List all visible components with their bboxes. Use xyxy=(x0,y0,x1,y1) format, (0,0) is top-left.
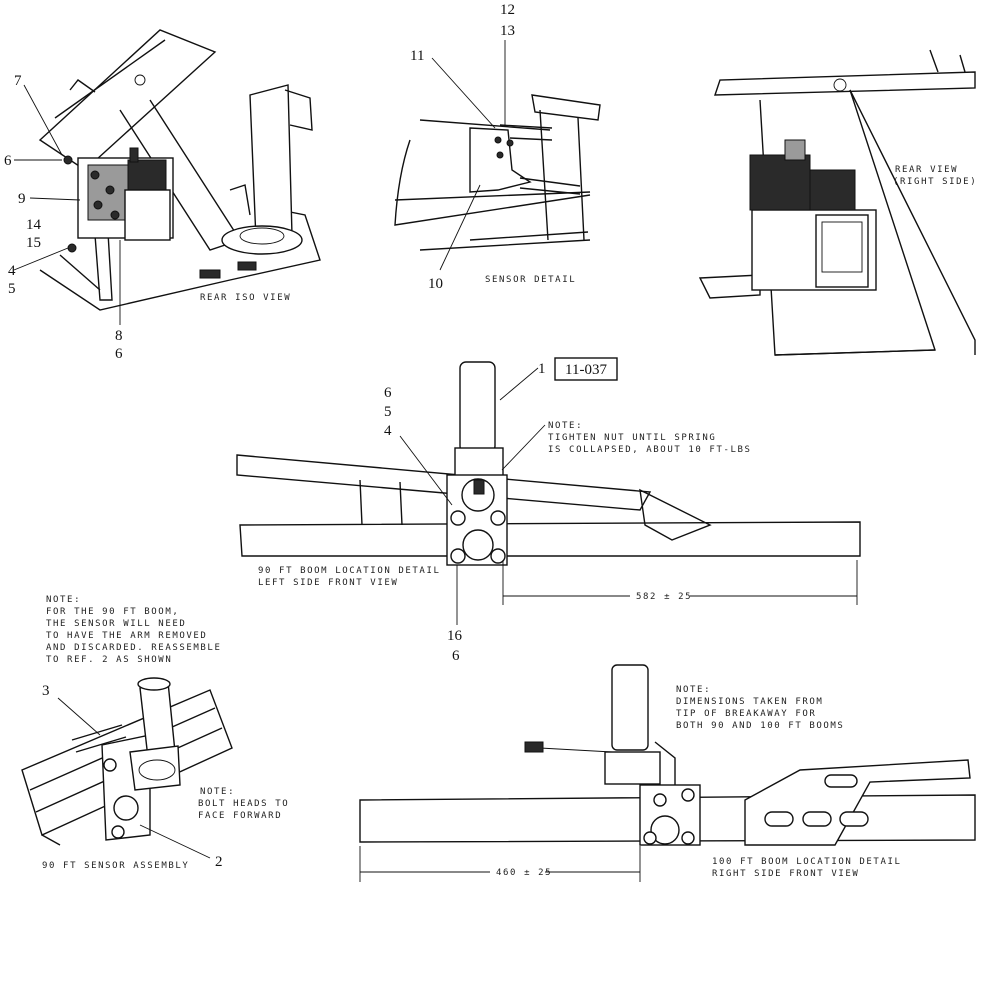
callout-9: 9 xyxy=(18,191,26,207)
boom90-caption-line2: LEFT SIDE FRONT VIEW xyxy=(258,578,398,588)
rear-iso-view: 7 6 9 14 15 4 5 8 6 REAR ISO VIEW xyxy=(4,29,321,362)
boom90-location-detail: 11-037 582 ± 25 6 5 4 1 16 6 NOTE: TIGHT… xyxy=(236,357,861,664)
boom90-note-0: NOTE: xyxy=(548,421,583,431)
callout-11: 11 xyxy=(410,48,424,64)
s90-note-bolt-2: FACE FORWARD xyxy=(198,811,282,821)
callout-5b: 5 xyxy=(384,404,392,420)
callout-8: 8 xyxy=(115,328,123,344)
s90-caption: 90 FT SENSOR ASSEMBLY xyxy=(42,861,189,871)
boom100-caption-line1: 100 FT BOOM LOCATION DETAIL xyxy=(712,857,902,867)
callout-5: 5 xyxy=(8,281,16,297)
ref-box-11-037: 11-037 xyxy=(565,362,607,378)
boom100-note-0: NOTE: xyxy=(676,685,711,695)
callout-10: 10 xyxy=(428,276,443,292)
callout-16: 16 xyxy=(447,628,463,644)
rear-view-caption-line1: REAR VIEW xyxy=(895,165,958,175)
boom100-note-3: BOTH 90 AND 100 FT BOOMS xyxy=(676,721,844,731)
rear-iso-caption: REAR ISO VIEW xyxy=(200,293,291,303)
boom90-caption-line1: 90 FT BOOM LOCATION DETAIL xyxy=(258,566,440,576)
boom90-note-1: TIGHTEN NUT UNTIL SPRING xyxy=(548,433,716,443)
s90-note-top-3: TO HAVE THE ARM REMOVED xyxy=(46,631,207,641)
callout-13: 13 xyxy=(500,23,515,39)
callout-2: 2 xyxy=(215,854,223,870)
s90-note-top-1: FOR THE 90 FT BOOM, xyxy=(46,607,179,617)
s90-note-top-5: TO REF. 2 AS SHOWN xyxy=(46,655,172,665)
sensor-detail-caption: SENSOR DETAIL xyxy=(485,275,576,285)
callout-4b: 4 xyxy=(384,423,392,439)
callout-15: 15 xyxy=(26,235,41,251)
callout-3: 3 xyxy=(42,683,50,699)
callout-1: 1 xyxy=(538,361,546,377)
dimension-460: 460 ± 25 xyxy=(496,868,552,878)
s90-note-bolt-1: BOLT HEADS TO xyxy=(198,799,289,809)
boom100-note-2: TIP OF BREAKAWAY FOR xyxy=(676,709,816,719)
callout-14: 14 xyxy=(26,217,42,233)
boom100-location-detail: NOTE: DIMENSIONS TAKEN FROM TIP OF BREAK… xyxy=(359,664,976,882)
callout-6d: 6 xyxy=(452,648,460,664)
s90-note-top-2: THE SENSOR WILL NEED xyxy=(46,619,186,629)
boom90-note-2: IS COLLAPSED, ABOUT 10 FT-LBS xyxy=(548,445,752,455)
callout-4: 4 xyxy=(8,263,16,279)
sensor-assembly-90: NOTE: FOR THE 90 FT BOOM, THE SENSOR WIL… xyxy=(21,595,289,871)
rear-view-caption-line2: (RIGHT SIDE) xyxy=(893,177,977,187)
rear-view-right-side: REAR VIEW (RIGHT SIDE) xyxy=(698,49,977,356)
boom100-caption-line2: RIGHT SIDE FRONT VIEW xyxy=(712,869,859,879)
s90-note-top-4: AND DISCARDED. REASSEMBLE xyxy=(46,643,221,653)
callout-6c: 6 xyxy=(384,385,392,401)
callout-12: 12 xyxy=(500,2,515,18)
s90-note-bolt-0: NOTE: xyxy=(200,787,235,797)
callout-6b: 6 xyxy=(115,346,123,362)
callout-7: 7 xyxy=(14,73,22,89)
callout-6: 6 xyxy=(4,153,12,169)
boom100-note-1: DIMENSIONS TAKEN FROM xyxy=(676,697,823,707)
sensor-detail-view: 12 13 11 10 SENSOR DETAIL xyxy=(394,2,601,292)
s90-note-top-0: NOTE: xyxy=(46,595,81,605)
dimension-582: 582 ± 25 xyxy=(636,592,692,602)
